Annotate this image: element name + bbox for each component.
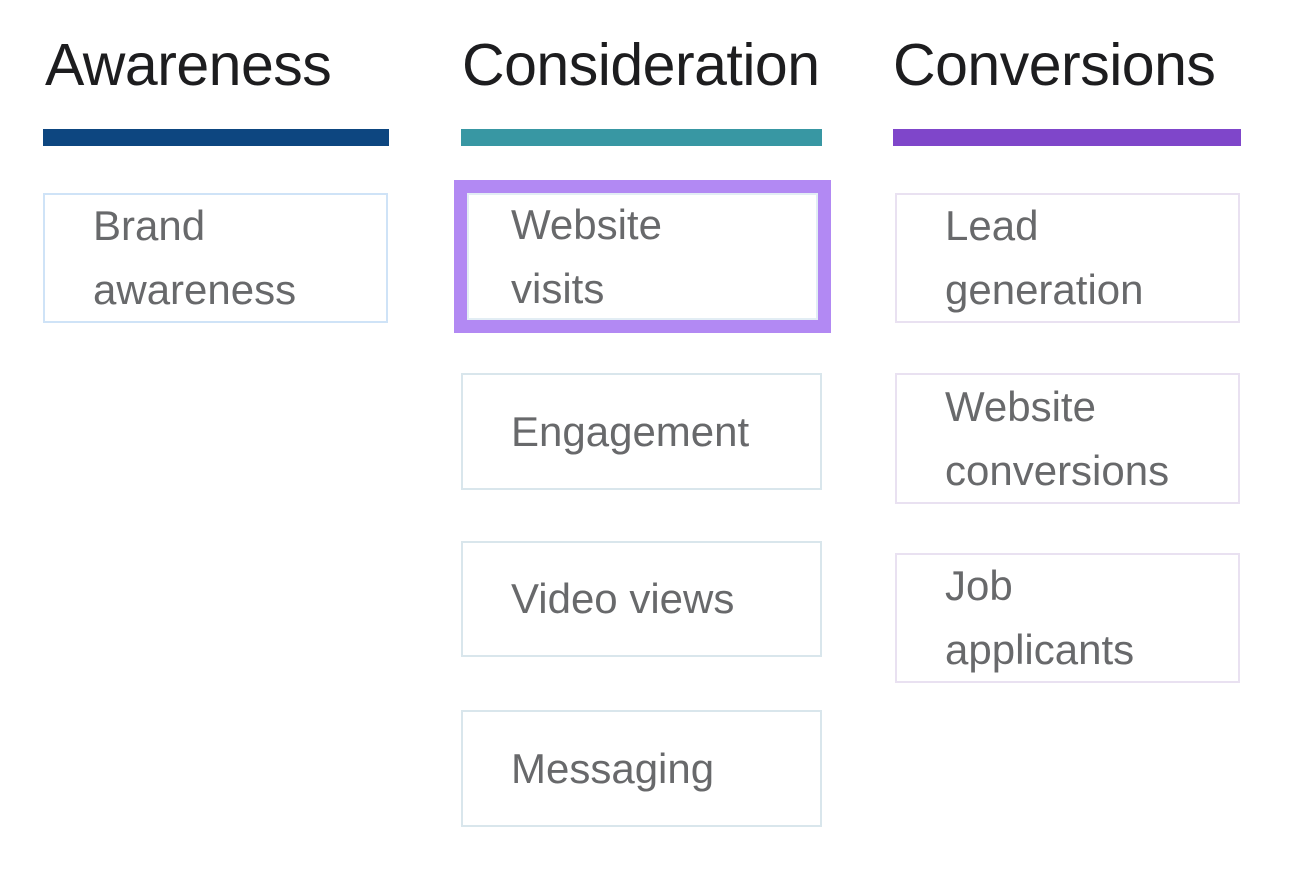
objective-video-views[interactable]: Video views [461, 541, 822, 657]
conversions-color-bar [893, 129, 1241, 146]
consideration-color-bar [461, 129, 822, 146]
objective-job-applicants[interactable]: Job applicants [895, 553, 1240, 683]
objective-lead-generation[interactable]: Lead generation [895, 193, 1240, 323]
objective-label: Messaging [511, 744, 715, 792]
objective-label: Job applicants [945, 562, 1135, 673]
objective-engagement[interactable]: Engagement [461, 373, 822, 490]
objective-label: Website visits [511, 200, 662, 312]
objective-website-conversions[interactable]: Website conversions [895, 373, 1240, 504]
column-title-conversions: Conversions [893, 32, 1216, 98]
objective-website-visits-selected[interactable]: Website visits [454, 180, 831, 333]
objective-label: Video views [511, 575, 735, 622]
objective-brand-awareness[interactable]: Brand awareness [43, 193, 388, 323]
column-title-consideration: Consideration [462, 32, 820, 98]
objective-messaging[interactable]: Messaging [461, 710, 822, 827]
objective-label: Engagement [511, 407, 750, 455]
objective-label: Lead generation [945, 202, 1144, 313]
column-title-awareness: Awareness [45, 32, 332, 98]
awareness-color-bar [43, 129, 389, 146]
objective-label: Website conversions [945, 382, 1170, 494]
objective-label: Brand awareness [93, 202, 297, 313]
selected-card-inner: Website visits [467, 193, 818, 320]
